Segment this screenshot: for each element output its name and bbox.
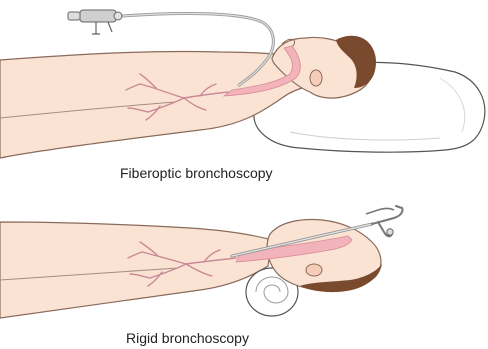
scope-port (92, 22, 100, 34)
patient-ear (310, 70, 322, 86)
patient-body (0, 222, 272, 318)
rigid-panel (0, 206, 403, 318)
fiberoptic-panel (0, 10, 485, 158)
scope-handle (80, 10, 116, 22)
scope-eyepiece (68, 12, 80, 20)
scope-eyepiece (387, 229, 393, 235)
scope-connector (114, 12, 122, 20)
caption-fiberoptic: Fiberoptic bronchoscopy (120, 165, 273, 181)
caption-rigid: Rigid bronchoscopy (126, 330, 249, 346)
patient-ear (306, 264, 322, 276)
scope-control (108, 22, 112, 32)
patient-body (0, 51, 310, 158)
scope-light-post (366, 209, 394, 215)
